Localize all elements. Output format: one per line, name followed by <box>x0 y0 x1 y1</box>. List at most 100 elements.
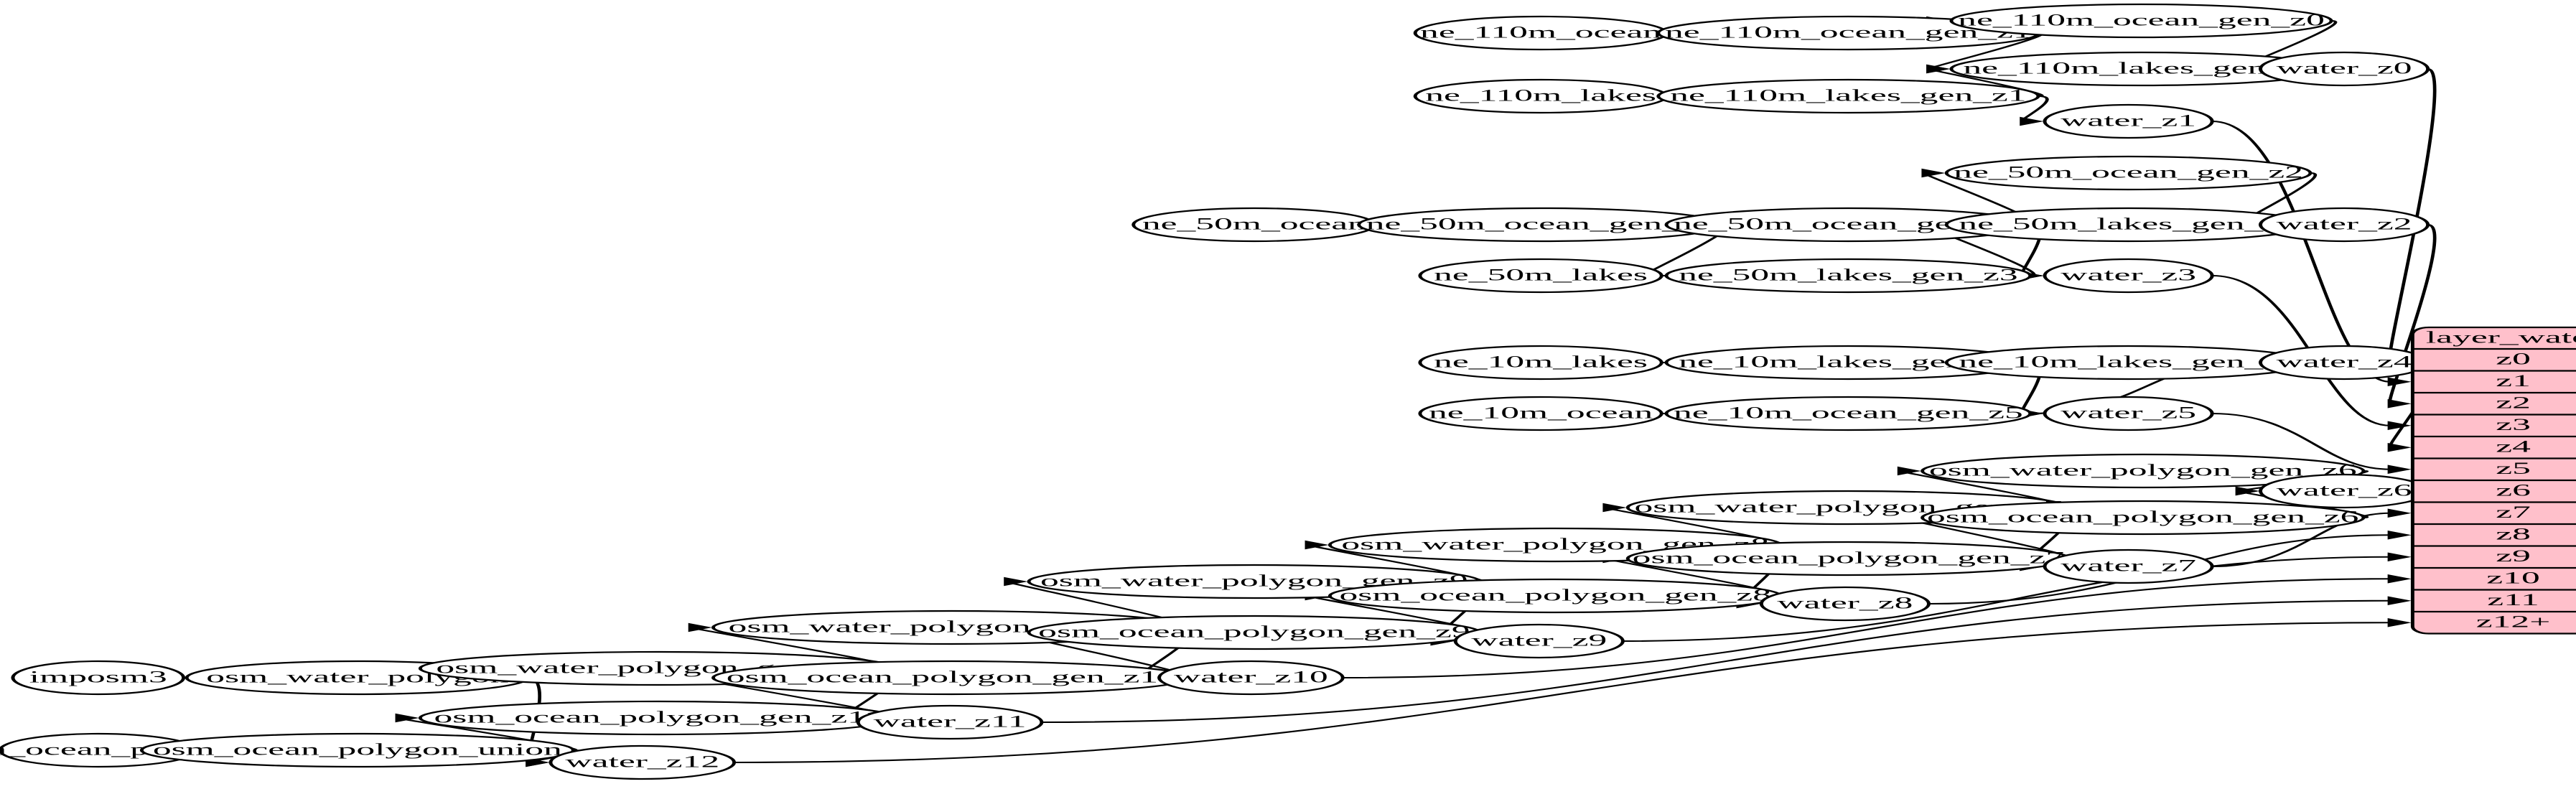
node-shape[interactable] <box>1656 78 2040 114</box>
node-shape[interactable] <box>1131 207 1377 243</box>
edge-osm-water-polygon-gen-z11-to-osm-water-polygon-gen-z10-arrowhead <box>688 622 712 632</box>
node-shape[interactable] <box>2043 548 2214 584</box>
graph-node-ne-10m-ocean-gen-z5[interactable]: ne_10m_ocean_gen_z5 <box>1664 396 2033 431</box>
edge-water-z4-to-layer-water-z4-arrowhead <box>2387 442 2412 452</box>
edge-water-z1-to-layer-water-z1-arrowhead <box>2387 377 2412 387</box>
graph-node-ne-10m-ocean[interactable]: ne_10m_ocean <box>1418 396 1663 431</box>
graph-node-water-z1[interactable]: water_z1 <box>2043 103 2214 139</box>
edge-osm-ocean-polygon-gen-z6-to-water-z6-arrowhead <box>2235 486 2259 496</box>
node-shape[interactable] <box>2259 473 2430 509</box>
graph-node-ne-10m-lakes-gen-z4[interactable]: ne_10m_lakes_gen_z4 <box>1944 345 2313 381</box>
graph-node-ne-110m-lakes-gen-z1[interactable]: ne_110m_lakes_gen_z1 <box>1656 78 2040 114</box>
graph-node-ne-50m-lakes-gen-z2[interactable]: ne_50m_lakes_gen_z2 <box>1944 207 2313 243</box>
node-shape[interactable] <box>1921 500 2366 536</box>
edge-ne-50m-ocean-gen-z3-to-ne-50m-ocean-gen-z2-arrowhead <box>1921 168 1946 178</box>
graph-node-ne-110m-ocean[interactable]: ne_110m_ocean <box>1413 15 1669 51</box>
edge-water-z11-to-layer-water-z11 <box>1041 599 2390 724</box>
graph-node-ne-50m-ocean[interactable]: ne_50m_ocean <box>1131 207 1377 243</box>
graph-node-osm-ocean-polygon-gen-z9[interactable]: osm_ocean_polygon_gen_z9 <box>1027 615 1482 650</box>
node-shape[interactable] <box>11 660 186 696</box>
graph-node-water-z3[interactable]: water_z3 <box>2043 258 2214 294</box>
node-shape[interactable] <box>2043 396 2214 431</box>
graph-node-water-z6[interactable]: water_z6 <box>2259 473 2430 509</box>
node-shape[interactable] <box>549 744 737 780</box>
node-shape[interactable] <box>1949 3 2333 39</box>
node-shape[interactable] <box>1157 660 1345 696</box>
edge-osm-water-polygon-gen-z8-to-osm-water-polygon-gen-z7-arrowhead <box>1602 503 1627 513</box>
graph-node-water-z2[interactable]: water_z2 <box>2259 207 2430 243</box>
edge-water-z10-to-layer-water-z10-arrowhead <box>2387 574 2412 584</box>
node-shape[interactable] <box>1453 623 1625 659</box>
edge-water-z9-to-layer-water-z9-arrowhead <box>2387 552 2412 562</box>
edge-water-z5-to-layer-water-z5 <box>2212 412 2390 470</box>
edge-osm-ocean-polygon-union-to-osm-ocean-polygon-gen-z11-arrowhead <box>395 713 419 723</box>
node-shape[interactable] <box>1664 258 2033 294</box>
graph-node-water-z11[interactable]: water_z11 <box>856 704 1044 740</box>
graph-node-osm-ocean-polygon-gen-z10[interactable]: osm_ocean_polygon_gen_z10 <box>711 660 1192 696</box>
node-shape[interactable] <box>2043 258 2214 294</box>
edge-water-z0-to-layer-water-z0 <box>2388 67 2437 361</box>
node-shape[interactable] <box>418 700 899 736</box>
edge-water-z2-to-layer-water-z2-arrowhead <box>2387 398 2412 408</box>
graph-node-water-z0[interactable]: water_z0 <box>2259 51 2430 87</box>
edge-ne-110m-lakes-gen-z1-to-ne-110m-lakes-gen-z0-arrowhead <box>1926 64 1951 74</box>
graph-node-ne-110m-ocean-gen-z0[interactable]: ne_110m_ocean_gen_z0 <box>1949 3 2333 39</box>
edge-water-z12-to-layer-water-z12--arrowhead <box>2387 617 2412 627</box>
node-shape[interactable] <box>856 704 1044 740</box>
graph-node-ne-110m-lakes[interactable]: ne_110m_lakes <box>1413 78 1669 114</box>
graph-node-osm-ocean-polygon-union[interactable]: osm_ocean_polygon_union <box>139 732 575 768</box>
node-shape[interactable] <box>1027 615 1482 650</box>
edge-water-z12-to-layer-water-z12- <box>734 622 2390 764</box>
edge-water-z2-to-layer-water-z2 <box>2388 223 2437 405</box>
edge-ne-110m-lakes-gen-z1-to-water-z1-arrowhead <box>2020 116 2044 126</box>
graph-node-osm-ocean-polygon-gen-z7[interactable]: osm_ocean_polygon_gen_z7 <box>1625 541 2071 576</box>
graph-node-water-z5[interactable]: water_z5 <box>2043 396 2214 431</box>
graph-node-imposm3[interactable]: imposm3 <box>11 660 186 696</box>
node-shape[interactable] <box>1625 541 2071 576</box>
node-shape[interactable] <box>1327 578 1783 614</box>
node-shape[interactable] <box>2043 103 2214 139</box>
graph-node-water-z12[interactable]: water_z12 <box>549 744 737 780</box>
edge-water-z10-to-layer-water-z10 <box>1343 578 2390 679</box>
graph-node-osm-ocean-polygon-gen-z6[interactable]: osm_ocean_polygon_gen_z6 <box>1921 500 2366 536</box>
edge-water-z8-to-layer-water-z8-arrowhead <box>2387 530 2412 540</box>
edge-water-z9-to-layer-water-z9 <box>1623 556 2390 643</box>
graph-node-water-z8[interactable]: water_z8 <box>1759 586 1931 622</box>
node-shape[interactable] <box>2259 345 2430 381</box>
graph-node-osm-ocean-polygon-gen-z8[interactable]: osm_ocean_polygon_gen_z8 <box>1327 578 1783 614</box>
graph-node-water-z9[interactable]: water_z9 <box>1453 623 1625 659</box>
graph-node-ne-50m-lakes-gen-z3[interactable]: ne_50m_lakes_gen_z3 <box>1664 258 2033 294</box>
node-shape[interactable] <box>1418 345 1663 381</box>
edge-water-z7-to-layer-water-z7-arrowhead <box>2387 508 2412 518</box>
edge-osm-water-polygon-gen-z10-to-osm-water-polygon-gen-z9-arrowhead <box>1004 576 1028 587</box>
node-shape[interactable] <box>1413 78 1669 114</box>
node-shape[interactable] <box>1413 15 1669 51</box>
node-shape[interactable] <box>2259 207 2430 243</box>
node-shape[interactable] <box>1418 396 1663 431</box>
graph-node-water-z4[interactable]: water_z4 <box>2259 345 2430 381</box>
node-shape[interactable] <box>139 732 575 768</box>
graph-node-water-z10[interactable]: water_z10 <box>1157 660 1345 696</box>
edge-water-z11-to-layer-water-z11-arrowhead <box>2387 596 2412 606</box>
node-shape[interactable] <box>2259 51 2430 87</box>
graph-node-ne-10m-lakes[interactable]: ne_10m_lakes <box>1418 345 1663 381</box>
edge-osm-water-polygon-gen-z7-to-osm-water-polygon-gen-z6-arrowhead <box>1897 466 1921 476</box>
node-shape[interactable] <box>1944 345 2313 381</box>
node-shape[interactable] <box>1759 586 1931 622</box>
node-shape[interactable] <box>1418 258 1663 294</box>
edge-osm-water-polygon-gen-z9-to-osm-water-polygon-gen-z8-arrowhead <box>1305 540 1329 550</box>
node-shape[interactable] <box>1921 453 2366 489</box>
node-shape[interactable] <box>1944 155 2313 191</box>
graph-node-water-z7[interactable]: water_z7 <box>2043 548 2214 584</box>
graph-node-ne-50m-lakes[interactable]: ne_50m_lakes <box>1418 258 1663 294</box>
graph-node-ne-50m-ocean-gen-z2[interactable]: ne_50m_ocean_gen_z2 <box>1944 155 2313 191</box>
node-shape[interactable] <box>1664 396 2033 431</box>
node-shape[interactable] <box>711 660 1192 696</box>
node-shape[interactable] <box>1944 207 2313 243</box>
graph-node-osm-ocean-polygon-gen-z11[interactable]: osm_ocean_polygon_gen_z11 <box>418 700 899 736</box>
edge-water-z3-to-layer-water-z3-arrowhead <box>2387 421 2412 431</box>
record-node-layer: layer_waterz0z1z2z3z4z5z6z7z8z9z10z11z12… <box>2410 326 2576 635</box>
edge-water-z5-to-layer-water-z5-arrowhead <box>2387 464 2412 475</box>
